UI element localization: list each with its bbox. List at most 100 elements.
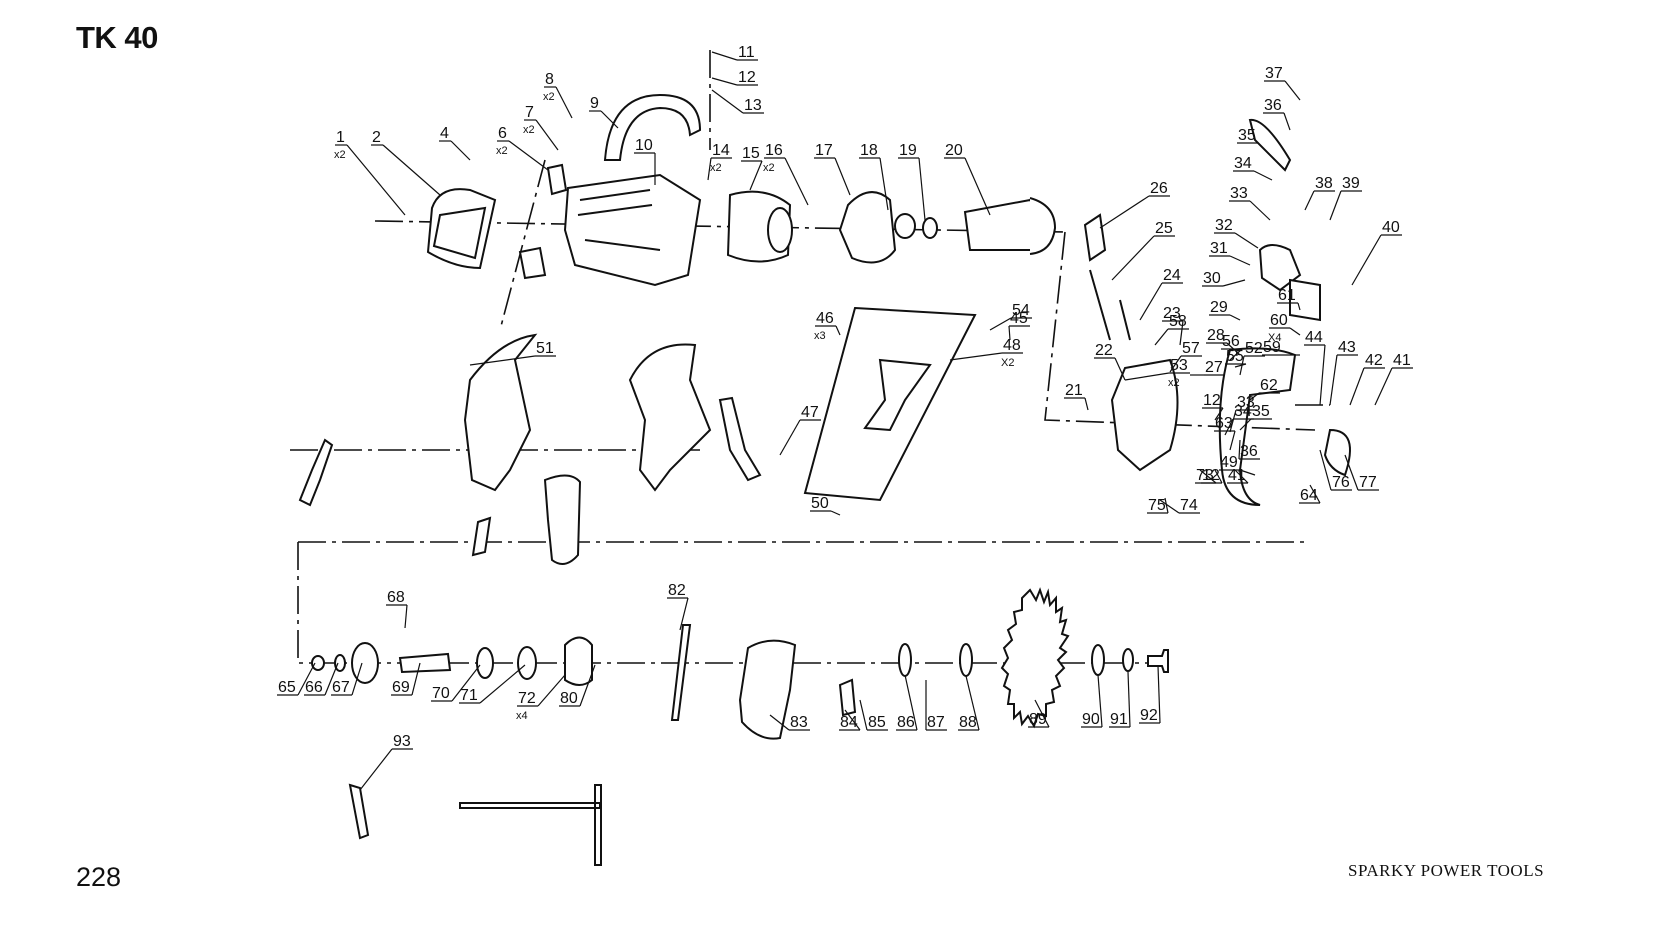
callout-32: 32: [1214, 217, 1259, 249]
callout-number: 50: [811, 495, 829, 512]
callout-number: 10: [635, 137, 653, 154]
callout-quantity: x2: [496, 145, 508, 157]
callout-number: 33: [1230, 185, 1248, 202]
callout-9: 9: [589, 95, 619, 129]
callout-number: 66: [305, 679, 323, 696]
clamp-lever-top: [1248, 118, 1292, 172]
callout-number: 12: [1203, 392, 1221, 409]
callout-number: 9: [590, 95, 599, 112]
gear: [351, 642, 379, 684]
callout-number: 71: [460, 687, 478, 704]
callout-number: 1: [336, 129, 345, 146]
motor-housing: [563, 173, 702, 287]
callout-27: 27: [1190, 359, 1225, 376]
callout-93: 93: [359, 733, 413, 791]
callout-number: 16: [765, 142, 783, 159]
callout-42: 42: [1349, 352, 1385, 406]
callout-number: 52: [1245, 340, 1263, 357]
washer-ring: [922, 217, 938, 239]
callout-64: 64: [1299, 484, 1321, 504]
callout-58: 58: [1154, 313, 1189, 346]
callout-number: 55: [1226, 348, 1244, 365]
callout-1: 1 x2: [334, 129, 406, 216]
callout-22: 22: [1094, 342, 1126, 381]
callout-number: 38: [1315, 175, 1333, 192]
armature-fan: [1029, 197, 1057, 255]
callout-number: 53: [1170, 357, 1188, 374]
callout-number: 93: [393, 733, 411, 750]
callout-43: 43: [1329, 339, 1358, 406]
callout-number: 88: [959, 714, 977, 731]
callout-quantity: x4: [516, 710, 528, 722]
callout-number: 40: [1382, 219, 1400, 236]
callout-number: 34: [1234, 155, 1252, 172]
callout-number: 59: [1263, 339, 1281, 356]
page-title: TK 40: [76, 20, 158, 55]
callout-quantity: x2: [334, 149, 346, 161]
callout-54: 54: [989, 302, 1032, 331]
blade-guard: [1218, 347, 1297, 506]
callout-29: 29: [1209, 299, 1241, 321]
shaft: [398, 652, 452, 674]
spring-top: [1089, 269, 1111, 341]
top-bracket: [1258, 244, 1302, 292]
callout-76: 76: [1319, 449, 1352, 491]
callout-number: 36: [1240, 443, 1258, 460]
callout-quantity: x2: [1168, 377, 1180, 389]
callout-number: 65: [278, 679, 296, 696]
lower-housing: [1110, 358, 1179, 472]
callout-number: 77: [1359, 474, 1377, 491]
callout-55: 55: [1225, 348, 1247, 368]
callout-number: 12: [738, 69, 756, 86]
guide-lever: [718, 396, 762, 482]
callout-11: 11: [711, 44, 758, 61]
callout-41: 41: [1227, 467, 1249, 484]
blade-shaft-assembly: [311, 587, 1169, 866]
callout-number: 75: [1148, 497, 1166, 514]
callout-number: 41: [1228, 467, 1246, 484]
callout-number: 90: [1082, 711, 1100, 728]
callout-61: 61: [1277, 287, 1301, 311]
callout-number: 82: [668, 582, 686, 599]
callout-number: 26: [1150, 180, 1168, 197]
callout-number: 92: [1140, 707, 1158, 724]
callout-75: 75: [1147, 497, 1169, 514]
assembly-axes: [290, 50, 1330, 664]
callout-92: 92: [1139, 665, 1161, 724]
callout-21: 21: [1064, 382, 1089, 411]
callout-62: 62: [1249, 377, 1280, 401]
callout-73: 73: [1195, 467, 1217, 484]
callout-quantity: x2: [763, 162, 775, 174]
callout-23: 23: [1162, 305, 1184, 346]
callout-number: 36: [1264, 97, 1282, 114]
callout-number: 11: [738, 44, 755, 61]
callout-number: 51: [536, 340, 554, 357]
callout-number: 33: [1237, 394, 1255, 411]
callout-34: 34: [1233, 155, 1273, 181]
callout-6: 6x2: [496, 125, 549, 171]
guard-upper: [628, 343, 712, 492]
callout-38: 38: [1304, 175, 1335, 211]
callout-30: 30: [1202, 270, 1246, 287]
callout-12: 12: [711, 69, 758, 86]
callout-number: 60: [1270, 312, 1288, 329]
callout-number: 18: [860, 142, 878, 159]
bearing-ring: [894, 213, 916, 239]
callout-number: 58: [1169, 313, 1187, 330]
callout-quantity: x2: [543, 91, 555, 103]
callout-number: 2: [372, 129, 381, 146]
motor-assembly: [426, 93, 1131, 341]
callout-number: 23: [1163, 305, 1181, 322]
callout-88: 88: [958, 675, 980, 731]
blade-bolt: [1147, 649, 1169, 673]
callout-number: 63: [1215, 415, 1233, 432]
callout-56: 56: [1221, 333, 1243, 361]
callout-10: 10: [634, 137, 656, 185]
callout-number: 62: [1260, 377, 1278, 394]
callout-65: 65: [277, 662, 316, 696]
dust-nozzle: [543, 474, 582, 565]
